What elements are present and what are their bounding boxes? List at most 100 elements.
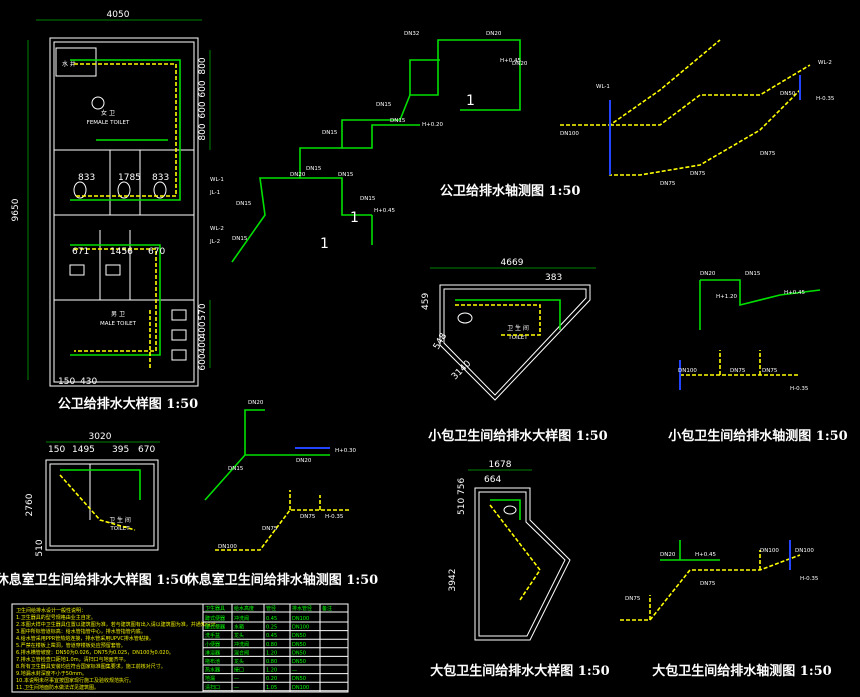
svg-text:管径: 管径 bbox=[266, 605, 276, 612]
dim-width: 4050 bbox=[107, 10, 130, 20]
svg-text:3.图中所标管道标高：给水管指管中心，排水管指管内底。: 3.图中所标管道标高：给水管指管中心，排水管指管内底。 bbox=[16, 628, 146, 635]
svg-text:2.本图大样中卫生器具位置以建筑图为准，若与建筑图有出入请以: 2.本图大样中卫生器具位置以建筑图为准，若与建筑图有出入请以建筑图为准，并通知设… bbox=[16, 621, 221, 628]
big-toilet-plan: 1678 664 510 756 3942 大包卫生间给排水大样图 1:50 bbox=[430, 460, 609, 679]
svg-text:DN75: DN75 bbox=[700, 581, 716, 587]
room-female-en: FEMALE TOILET bbox=[87, 120, 130, 126]
svg-text:DN75: DN75 bbox=[660, 181, 676, 187]
svg-text:备注: 备注 bbox=[322, 605, 332, 612]
table-cell: 拖布池 bbox=[205, 658, 220, 665]
svg-text:DN100: DN100 bbox=[795, 548, 814, 554]
svg-text:DN50: DN50 bbox=[780, 91, 796, 97]
table-cell: DN50 bbox=[292, 676, 306, 682]
svg-text:卫 生 间: 卫 生 间 bbox=[109, 516, 131, 524]
table-cell: 混合阀 bbox=[234, 649, 249, 656]
svg-text:排水管径: 排水管径 bbox=[292, 605, 312, 612]
table-cell: DN100 bbox=[292, 625, 309, 631]
table-cell: 0.80 bbox=[266, 659, 277, 665]
svg-text:DN15: DN15 bbox=[376, 102, 392, 108]
svg-text:3020: 3020 bbox=[89, 432, 112, 442]
table-cell: 淋浴器 bbox=[205, 649, 220, 656]
table-cell: 冲洗阀 bbox=[234, 641, 249, 648]
svg-text:DN15: DN15 bbox=[322, 130, 338, 136]
table-cell: 接口 bbox=[234, 667, 244, 674]
svg-text:8.所有卫生器具安装均应符合国家标准图集要求，施工前核对尺寸: 8.所有卫生器具安装均应符合国家标准图集要求，施工前核对尺寸。 bbox=[16, 663, 166, 670]
water-well-label: 水 井 bbox=[62, 60, 76, 68]
svg-text:DN15: DN15 bbox=[306, 166, 322, 172]
svg-text:DN15: DN15 bbox=[390, 118, 406, 124]
outlet-mark: 1 bbox=[320, 236, 329, 252]
svg-text:DN100: DN100 bbox=[218, 544, 237, 550]
svg-text:DN20: DN20 bbox=[486, 31, 502, 37]
svg-text:9.地漏水封深度不小于50mm。: 9.地漏水封深度不小于50mm。 bbox=[16, 670, 87, 677]
svg-text:DN75: DN75 bbox=[730, 368, 746, 374]
svg-text:800: 800 bbox=[198, 57, 208, 74]
svg-text:DN20: DN20 bbox=[290, 172, 306, 178]
table-cell: 1.05 bbox=[266, 685, 277, 691]
svg-text:664: 664 bbox=[484, 475, 501, 485]
svg-text:DN75: DN75 bbox=[300, 514, 316, 520]
svg-text:150: 150 bbox=[48, 445, 65, 455]
outlet-mark: 1 bbox=[350, 210, 359, 226]
table-cell: DN100 bbox=[292, 685, 309, 691]
table-cell: 热水器 bbox=[205, 667, 220, 674]
svg-text:7.排水立管检查口距地1.0m，清扫口与地面齐平。: 7.排水立管检查口距地1.0m，清扫口与地面齐平。 bbox=[16, 656, 129, 663]
svg-text:800: 800 bbox=[198, 123, 208, 140]
svg-text:150: 150 bbox=[58, 377, 75, 387]
table-cell: 地漏 bbox=[205, 675, 215, 682]
table-cell: DN50 bbox=[292, 633, 306, 639]
svg-text:卫生器具: 卫生器具 bbox=[205, 605, 225, 612]
svg-text:DN20: DN20 bbox=[512, 61, 528, 67]
svg-text:H-0.35: H-0.35 bbox=[800, 576, 819, 582]
caption-big-plan: 大包卫生间给排水大样图 1:50 bbox=[430, 663, 609, 679]
svg-text:DN20: DN20 bbox=[248, 400, 264, 406]
svg-text:DN75: DN75 bbox=[760, 151, 776, 157]
svg-text:DN100: DN100 bbox=[760, 548, 779, 554]
outlet-mark: 1 bbox=[466, 93, 475, 109]
design-notes: 卫生间给排水设计一般性说明： 1.卫生器具的型号规格由业主自定。 2.本图大样中… bbox=[11, 603, 349, 693]
public-toilet-plan: 4050 9650 水 井 女 卫 FEMALE TOILET 男 卫 MALE… bbox=[11, 10, 224, 412]
table-cell: DN50 bbox=[292, 642, 306, 648]
rest-toilet-plan: 3020 150 1495 395 670 卫 生 间 TOILET 2760 … bbox=[0, 432, 188, 588]
svg-text:DN20: DN20 bbox=[660, 552, 676, 558]
table-cell: 龙头 bbox=[234, 632, 244, 639]
svg-text:DN15: DN15 bbox=[236, 201, 252, 207]
table-cell: 座式便器 bbox=[205, 624, 225, 631]
notes-title: 卫生间给排水设计一般性说明： bbox=[16, 607, 86, 614]
svg-text:H-0.35: H-0.35 bbox=[325, 514, 344, 520]
small-toilet-iso: DN20 DN15 H+1.20 H+0.45 DN100 DN75 DN75 … bbox=[668, 271, 847, 444]
svg-text:600: 600 bbox=[198, 80, 208, 97]
room-male-label: 男 卫 bbox=[111, 311, 125, 318]
svg-text:DN15: DN15 bbox=[338, 172, 354, 178]
svg-text:DN75: DN75 bbox=[690, 171, 706, 177]
svg-text:H+0.45: H+0.45 bbox=[500, 58, 521, 64]
table-cell: 0.45 bbox=[266, 616, 277, 622]
svg-text:6.排水横管坡度：DN50为0.026，DN75为0.025: 6.排水横管坡度：DN50为0.026，DN75为0.025，DN100为0.0… bbox=[16, 649, 174, 656]
svg-text:2760: 2760 bbox=[25, 493, 35, 516]
svg-text:430: 430 bbox=[80, 377, 97, 387]
table-cell: 冲洗阀 bbox=[234, 615, 249, 622]
caption-rest-plan: 休息室卫生间给排水大样图 1:50 bbox=[0, 572, 188, 588]
svg-text:DN15: DN15 bbox=[232, 236, 248, 242]
svg-text:TOILET: TOILET bbox=[507, 335, 528, 341]
table-cell: 小便器 bbox=[205, 641, 220, 648]
svg-text:600: 600 bbox=[198, 101, 208, 118]
room-male-en: MALE TOILET bbox=[100, 321, 137, 327]
svg-text:DN75: DN75 bbox=[762, 368, 778, 374]
caption-public-plan: 公卫给排水大样图 1:50 bbox=[58, 396, 198, 412]
svg-text:671: 671 bbox=[72, 247, 89, 257]
svg-text:600: 600 bbox=[198, 353, 208, 370]
table-cell: — bbox=[234, 685, 239, 691]
table-cell: 蹲式便器 bbox=[205, 615, 225, 622]
svg-text:3140: 3140 bbox=[450, 359, 473, 382]
svg-text:WL-1: WL-1 bbox=[210, 177, 224, 183]
table-cell: 清扫口 bbox=[205, 684, 220, 691]
svg-text:WL-2: WL-2 bbox=[210, 226, 224, 232]
svg-text:510: 510 bbox=[457, 498, 467, 515]
svg-text:833: 833 bbox=[78, 173, 95, 183]
svg-text:DN100: DN100 bbox=[678, 368, 697, 374]
table-cell: 0.45 bbox=[266, 633, 277, 639]
svg-text:给水高度: 给水高度 bbox=[234, 605, 254, 612]
svg-text:670: 670 bbox=[138, 445, 155, 455]
